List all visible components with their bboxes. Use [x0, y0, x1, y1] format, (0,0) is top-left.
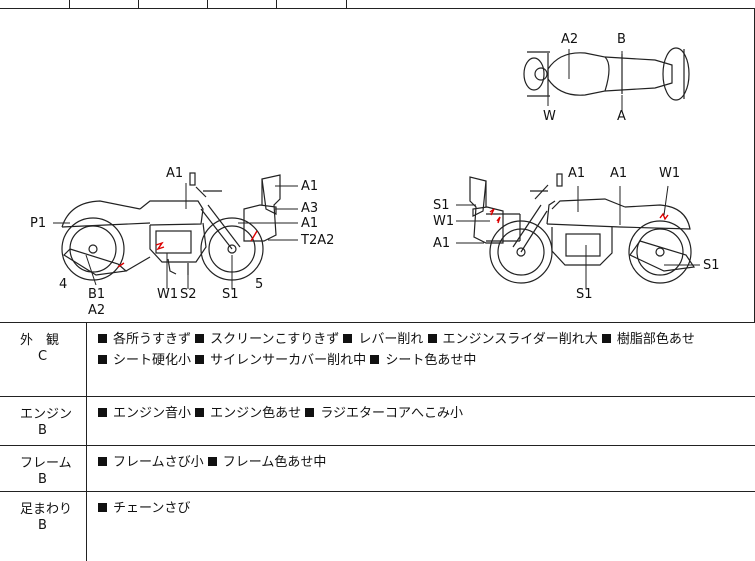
section-grade: B	[38, 518, 47, 533]
section-notes: フレームさび小 フレーム色あせ中	[98, 452, 747, 473]
label-top-w: W	[543, 109, 556, 124]
label-left-w1: W1	[157, 287, 178, 302]
label-right-s1-engine: S1	[576, 287, 593, 302]
note-item: フレームさび小	[98, 455, 204, 470]
section-grade: B	[38, 472, 47, 487]
section-category-cell: 外 観 C	[0, 322, 87, 396]
label-left-s1: S1	[222, 287, 239, 302]
section-grade: C	[38, 349, 48, 364]
label-left-a3: A3	[301, 201, 318, 216]
label-left-5: 5	[255, 277, 263, 292]
header-cell	[0, 0, 70, 8]
note-item: シート色あせ中	[370, 353, 476, 368]
section-name: 足まわり	[20, 502, 73, 517]
section-notes: エンジン音小 エンジン色あせ ラジエターコアへこみ小	[98, 403, 747, 424]
label-left-a2: A2	[88, 303, 105, 318]
section-suspension: 足まわり B チェーンさび	[0, 491, 755, 561]
label-top-a2: A2	[561, 32, 578, 47]
leader-lines	[53, 49, 700, 289]
label-right-w1-tail: W1	[659, 166, 680, 181]
left-side-bike	[61, 172, 281, 281]
note-item: スクリーンこすりきず	[195, 332, 339, 347]
header-cell	[276, 0, 347, 8]
label-left-a1-tank: A1	[166, 166, 183, 181]
damage-marks	[117, 208, 669, 268]
header-cell	[207, 0, 277, 8]
damage-diagram-panel: A2 B W A A1 A1 A3 A1 T2A2 P1 4 B1 A2 W1 …	[0, 9, 755, 323]
note-item: シート硬化小	[98, 353, 191, 368]
note-item: チェーンさび	[98, 501, 190, 516]
header-cell	[69, 0, 139, 8]
section-grade: B	[38, 423, 47, 438]
section-name: エンジン	[20, 407, 73, 422]
label-right-s1-wheel: S1	[703, 258, 720, 273]
section-category-cell: エンジン B	[0, 396, 87, 445]
label-right-s1-screen: S1	[433, 198, 450, 213]
section-frame: フレーム B フレームさび小 フレーム色あせ中	[0, 445, 755, 492]
note-item: フレーム色あせ中	[207, 455, 326, 470]
label-left-4: 4	[59, 277, 67, 292]
section-category-cell: 足まわり B	[0, 491, 87, 561]
header-row-remnant	[0, 0, 755, 9]
note-item: レバー削れ	[343, 332, 423, 347]
note-item: 樹脂部色あせ	[601, 332, 695, 347]
label-left-s2: S2	[180, 287, 197, 302]
note-item: 各所うすきず	[98, 332, 191, 347]
label-top-b: B	[617, 32, 626, 47]
section-notes: チェーンさび	[98, 498, 747, 519]
note-item: サイレンサーカバー削れ中	[195, 353, 366, 368]
label-left-b1: B1	[88, 287, 105, 302]
section-engine: エンジン B エンジン音小 エンジン色あせ ラジエターコアへこみ小	[0, 396, 755, 446]
section-category-cell: フレーム B	[0, 445, 87, 491]
section-name: フレーム	[20, 456, 72, 471]
section-name: 外 観	[20, 333, 60, 348]
note-item: エンジン色あせ	[195, 406, 301, 421]
note-item: エンジン音小	[98, 406, 191, 421]
note-item: エンジンスライダー削れ大	[427, 332, 598, 347]
label-right-a1-cowl: A1	[433, 236, 450, 251]
label-top-a: A	[617, 109, 626, 124]
note-item: ラジエターコアへこみ小	[305, 406, 463, 421]
label-right-a1-tank: A1	[568, 166, 585, 181]
motorcycle-diagram: A2 B W A A1 A1 A3 A1 T2A2 P1 4 B1 A2 W1 …	[30, 32, 720, 318]
section-exterior: 外 観 C 各所うすきず スクリーンこすりきず レバー削れ エンジンスライダー削…	[0, 322, 755, 397]
section-notes: 各所うすきず スクリーンこすりきず レバー削れ エンジンスライダー削れ大 樹脂部…	[98, 329, 747, 371]
label-right-w1-screen: W1	[433, 214, 454, 229]
label-left-a1-screen: A1	[301, 179, 318, 194]
label-left-p1: P1	[30, 216, 46, 231]
header-cell	[138, 0, 208, 8]
right-side-bike	[469, 173, 696, 284]
label-right-a1-side: A1	[610, 166, 627, 181]
label-left-t2a2: T2A2	[300, 233, 334, 248]
top-view-bike	[523, 47, 690, 101]
label-left-a1-cowl: A1	[301, 216, 318, 231]
